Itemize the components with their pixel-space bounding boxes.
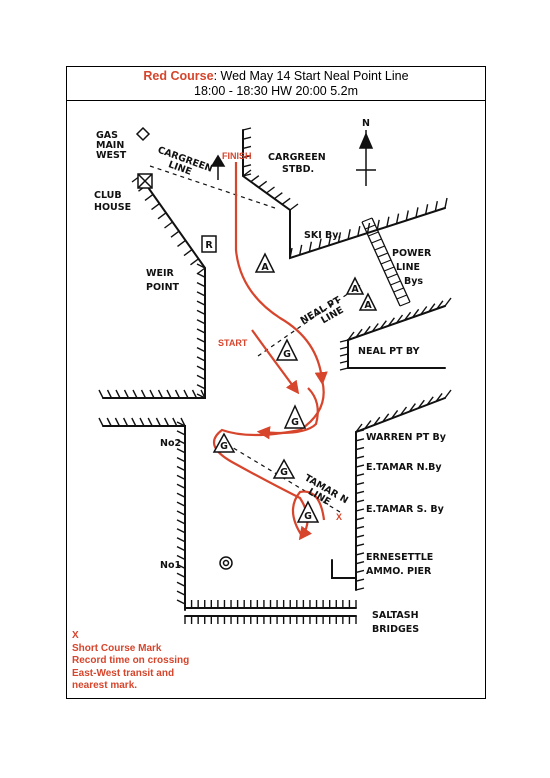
map-labels: GAS MAIN WEST CARGREEN LINE FINISH CARGR… — [94, 130, 447, 635]
label-ernesettle: ERNESETTLE AMMO. PIER — [366, 552, 437, 577]
ammo-pier — [331, 559, 357, 579]
short-course-note: X Short Course Mark Record time on cross… — [72, 630, 189, 693]
label-ski-buoy: SKI By. — [304, 230, 341, 241]
mark-g-warren: G — [283, 404, 307, 429]
mark-g-etamar-n: G — [272, 458, 296, 479]
svg-text:G: G — [280, 467, 288, 478]
note-line-4: nearest mark. — [72, 680, 138, 692]
label-power-line: POWER LINE Bys — [392, 248, 435, 287]
course-return — [256, 387, 319, 440]
mark-a-triangle: A — [254, 252, 276, 273]
gas-main-marker — [135, 126, 151, 142]
label-x-mark: X — [336, 512, 342, 522]
svg-text:G: G — [304, 511, 312, 522]
label-neal-pt-line: NEAL PT LINE — [299, 293, 351, 335]
mark-g-neal: G — [275, 338, 299, 361]
neal-point-transit — [257, 283, 363, 357]
mark-a-power-2: A — [358, 292, 378, 311]
label-finish: FINISH — [222, 151, 252, 161]
svg-text:R: R — [205, 240, 213, 251]
mark-r: R — [201, 235, 217, 253]
svg-text:A: A — [261, 262, 269, 273]
neal-point-shore — [347, 305, 446, 369]
shoreline — [102, 129, 446, 617]
label-weir-point: WEIR POINT — [146, 268, 180, 293]
course-leg-finish — [234, 162, 328, 386]
svg-text:G: G — [291, 417, 299, 428]
label-cargreen-stbd: CARGREEN STBD. — [268, 152, 329, 175]
mark-no1-center — [222, 559, 230, 567]
note-line-1: Short Course Mark — [72, 642, 162, 654]
header-line-1: Red Course: Wed May 14 Start Neal Point … — [67, 69, 485, 84]
course-leg-start — [251, 329, 300, 395]
course-loop-end — [291, 490, 326, 537]
cargreen-transit — [149, 165, 276, 209]
mark-g-etamar-s: G — [296, 500, 320, 523]
label-e-tamar-n: E.TAMAR N.By — [366, 462, 442, 473]
mark-a-power: A — [345, 276, 365, 295]
label-saltash: SALTASH BRIDGES — [372, 610, 422, 635]
header-line-2: 18:00 - 18:30 HW 20:00 5.2m — [194, 84, 358, 98]
mark-g-no2: G — [212, 432, 236, 453]
north-arrow: N — [356, 118, 376, 186]
label-neal-pt-buoy: NEAL PT BY — [358, 346, 420, 357]
label-warren-pt-buoy: WARREN PT By — [366, 432, 447, 443]
label-club-house: CLUB HOUSE — [94, 190, 131, 213]
note-line-3: East-West transit and — [72, 667, 175, 679]
transit-lines — [149, 165, 363, 513]
course-header: Red Course: Wed May 14 Start Neal Point … — [67, 67, 485, 101]
label-start: START — [218, 338, 248, 348]
course-name: Red Course — [143, 69, 214, 83]
label-no1: No1 — [160, 560, 181, 571]
east-upper-shore — [242, 129, 446, 260]
svg-text:A: A — [364, 300, 372, 311]
note-line-2: Record time on crossing — [72, 655, 190, 667]
shore-hatching — [98, 127, 452, 624]
course-details: : Wed May 14 Start Neal Point Line — [213, 69, 409, 83]
note-x: X — [72, 630, 79, 641]
label-gas-main: GAS MAIN WEST — [96, 130, 128, 161]
power-line-rungs — [361, 217, 411, 307]
svg-text:G: G — [283, 349, 291, 360]
chart-frame: Red Course: Wed May 14 Start Neal Point … — [66, 66, 486, 699]
label-no2: No2 — [160, 438, 181, 449]
svg-text:A: A — [351, 284, 359, 295]
marks: R A G G G G G A — [135, 126, 378, 570]
label-e-tamar-s: E.TAMAR S. By — [366, 504, 445, 515]
label-cargreen-line: CARGREEN LINE — [153, 145, 218, 186]
west-lower-shore — [102, 425, 186, 611]
svg-text:N: N — [362, 118, 370, 129]
svg-text:G: G — [220, 441, 228, 452]
